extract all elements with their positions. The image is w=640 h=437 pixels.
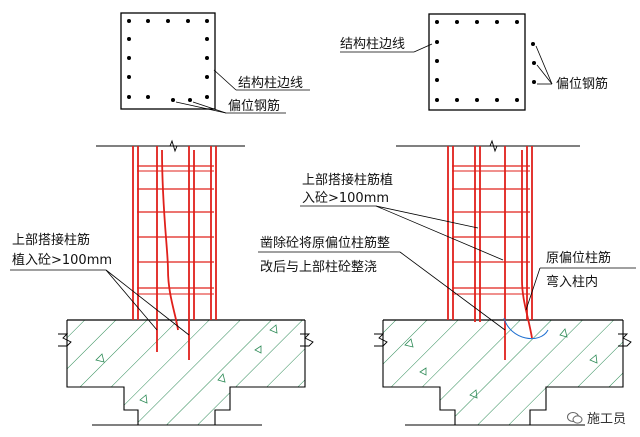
plan-section-left: 结构柱边线 偏位钢筋 <box>120 12 310 114</box>
label-boundary-right: 结构柱边线 <box>340 37 405 52</box>
label-offset-rebar-left: 偏位钢筋 <box>228 98 280 114</box>
wechat-icon <box>566 411 583 424</box>
label-bend-line1: 原偏位柱筋 <box>546 250 611 266</box>
slab-left <box>67 320 305 425</box>
label-lap-left-line2: 植入砼>100mm <box>12 253 112 268</box>
rebar-dots-left <box>127 19 209 102</box>
elevation-right: 上部搭接柱筋植 入砼>100mm 凿除砼将原偏位柱筋整 改后与上部柱砼整浇 原偏… <box>258 139 636 426</box>
column-outline-left <box>120 12 216 110</box>
rebar-dots-right <box>435 20 536 102</box>
label-bend-line2: 弯入柱内 <box>546 274 598 290</box>
plan-section-right: 结构柱边线 偏位钢筋 <box>340 13 608 111</box>
label-offset-rebar-right: 偏位钢筋 <box>556 76 608 92</box>
slab-right <box>383 320 623 425</box>
label-boundary-left: 结构柱边线 <box>238 76 303 91</box>
watermark: 施工员 <box>566 408 626 427</box>
label-lap-left-line1: 上部搭接柱筋 <box>12 232 90 248</box>
elevation-left: 上部搭接柱筋 植入砼>100mm <box>10 139 314 426</box>
label-lap-right-line1: 上部搭接柱筋植 <box>302 172 393 188</box>
label-lap-right-line2: 入砼>100mm <box>302 191 389 206</box>
label-chisel-line1: 凿除砼将原偏位柱筋整 <box>260 235 390 251</box>
label-chisel-line2: 改后与上部柱砼整浇 <box>260 260 377 275</box>
watermark-text: 施工员 <box>586 412 626 427</box>
column-outline-right <box>428 13 526 111</box>
